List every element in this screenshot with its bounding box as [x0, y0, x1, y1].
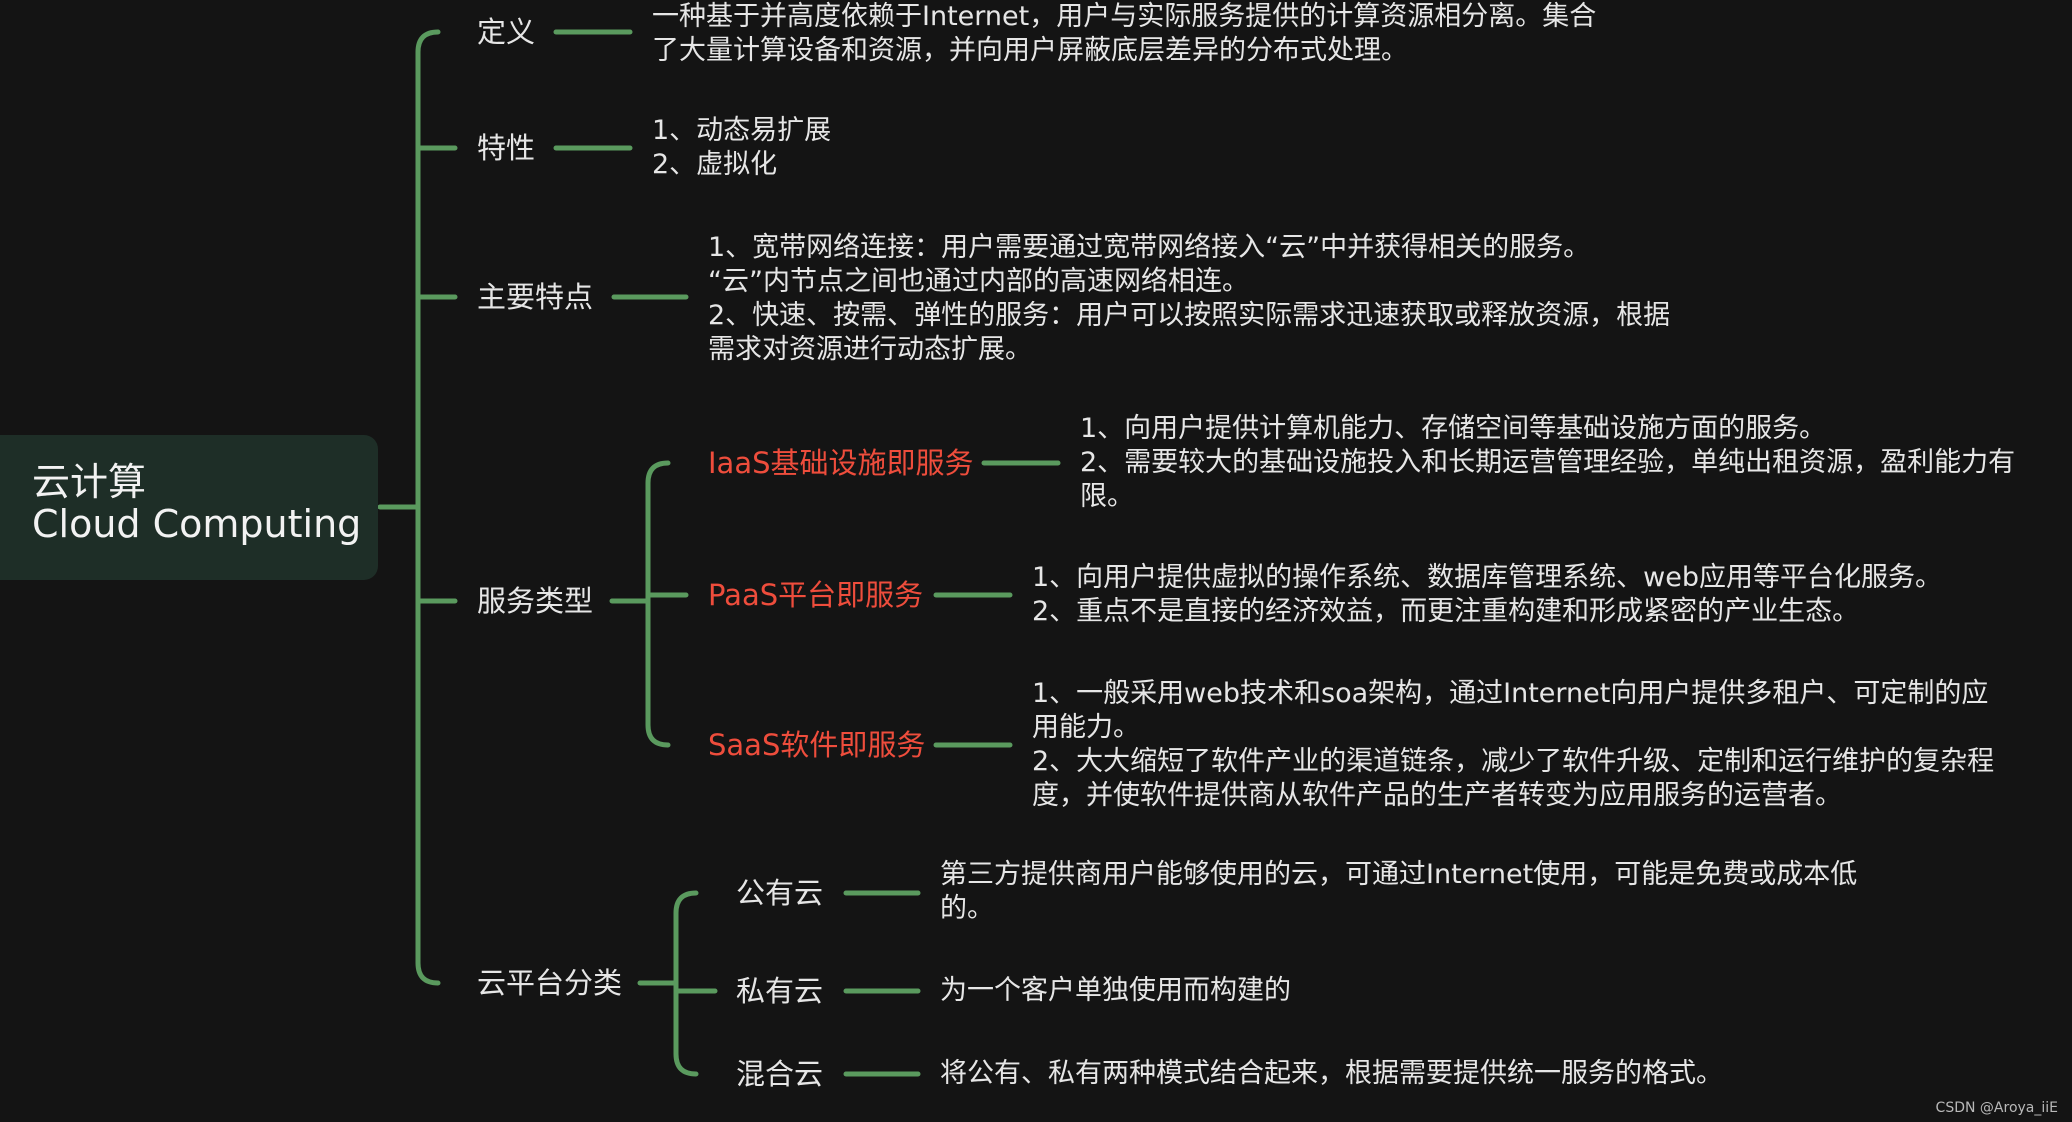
node-paas[interactable]: PaaS平台即服务 — [708, 578, 924, 612]
watermark: CSDN @Aroya_iiE — [1935, 1100, 2058, 1116]
root-title-cn: 云计算 — [32, 460, 147, 504]
node-platforms[interactable]: 云平台分类 — [477, 966, 623, 1000]
leaf-private-text: 为一个客户单独使用而构建的 — [940, 975, 1291, 1006]
node-features[interactable]: 主要特点 — [477, 280, 594, 314]
node-public-cloud[interactable]: 公有云 — [736, 876, 824, 910]
leaf-features-text: 1、宽带网络连接：用户需要通过宽带网络接入“云”中并获得相关的服务。 “云”内节… — [708, 232, 1671, 365]
leaf-saas-text: 1、一般采用web技术和soa架构，通过Internet向用户提供多租户、可定制… — [1032, 678, 1995, 811]
node-service-types[interactable]: 服务类型 — [477, 584, 594, 618]
node-saas[interactable]: SaaS软件即服务 — [708, 728, 926, 762]
root-node[interactable]: 云计算 Cloud Computing — [0, 435, 378, 580]
service-spine — [645, 460, 671, 748]
node-iaas[interactable]: IaaS基础设施即服务 — [708, 446, 974, 480]
node-traits[interactable]: 特性 — [477, 131, 536, 165]
leaf-traits-text: 1、动态易扩展 2、虚拟化 — [652, 115, 832, 180]
node-definition[interactable]: 定义 — [477, 15, 536, 49]
node-private-cloud[interactable]: 私有云 — [736, 974, 824, 1008]
leaf-public-text: 第三方提供商用户能够使用的云，可通过Internet使用，可能是免费或成本低 的… — [940, 859, 1858, 924]
leaf-paas-text: 1、向用户提供虚拟的操作系统、数据库管理系统、web应用等平台化服务。 2、重点… — [1032, 562, 1943, 627]
node-hybrid-cloud[interactable]: 混合云 — [736, 1057, 824, 1091]
leaf-hybrid-text: 将公有、私有两种模式结合起来，根据需要提供统一服务的格式。 — [940, 1058, 1723, 1089]
leaf-definition-text: 一种基于并高度依赖于Internet，用户与实际服务提供的计算资源相分离。集合 … — [652, 1, 1597, 66]
leaf-iaas-text: 1、向用户提供计算机能力、存储空间等基础设施方面的服务。 2、需要较大的基础设施… — [1080, 413, 2016, 512]
main-spine — [415, 29, 441, 986]
root-title-en: Cloud Computing — [32, 502, 362, 546]
platform-spine — [673, 890, 699, 1077]
